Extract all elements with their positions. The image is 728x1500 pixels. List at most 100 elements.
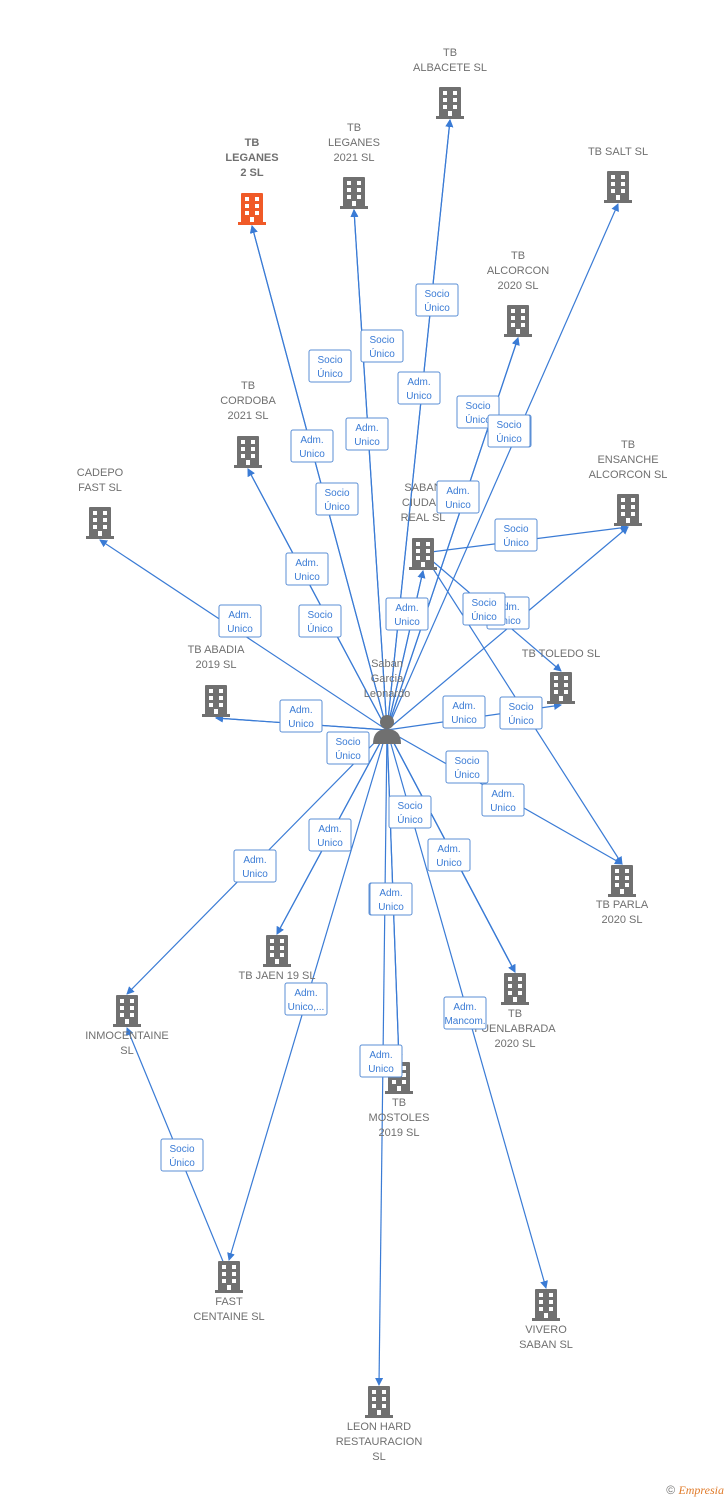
edge-label[interactable]: Adm.Unico [345, 417, 389, 451]
building-icon[interactable] [202, 685, 230, 717]
edge-label-box[interactable] [487, 414, 531, 448]
building-icon[interactable] [504, 305, 532, 337]
edge-label[interactable]: Adm.Unico [285, 552, 329, 586]
edge-label-box[interactable] [443, 996, 487, 1030]
edge-label-box[interactable] [298, 604, 342, 638]
building-icon[interactable] [234, 436, 262, 468]
edge-label-box[interactable] [308, 349, 352, 383]
edge-label[interactable]: Adm.Unico [308, 818, 352, 852]
edge-label[interactable]: Adm.Unico [369, 882, 413, 916]
edge-label-box[interactable] [436, 480, 480, 514]
person-icon[interactable] [373, 715, 401, 744]
edge-label-box[interactable] [427, 838, 471, 872]
edge-label-box[interactable] [388, 795, 432, 829]
edge-label-box[interactable] [445, 750, 489, 784]
empresia-logo[interactable]: Empresia [678, 1483, 724, 1497]
building-icon[interactable] [532, 1289, 560, 1321]
edge-label[interactable]: Adm.Unico [359, 1044, 403, 1078]
building-icon[interactable] [604, 171, 632, 203]
edge-label-box[interactable] [397, 371, 441, 405]
building-icon[interactable] [436, 87, 464, 119]
building-icon[interactable] [365, 1386, 393, 1418]
edge-label[interactable]: Adm.Unico [279, 699, 323, 733]
edge-label-box[interactable] [160, 1138, 204, 1172]
edge-label-box[interactable] [385, 597, 429, 631]
edge-label-box[interactable] [359, 1044, 403, 1078]
building-icon[interactable] [614, 494, 642, 526]
building-icon[interactable] [547, 672, 575, 704]
edge-label[interactable]: Adm.Unico [397, 371, 441, 405]
company-node-tb-toledo[interactable]: TB TOLEDO SL [522, 648, 600, 704]
edge-label[interactable]: Adm.Unico [442, 695, 486, 729]
edge-label[interactable]: Adm.Unico [385, 597, 429, 631]
edge-label-box[interactable] [345, 417, 389, 451]
building-icon[interactable] [608, 865, 636, 897]
building-icon[interactable] [113, 995, 141, 1027]
edge-label[interactable]: Adm.Unico [233, 849, 277, 883]
building-icon[interactable] [263, 935, 291, 967]
edge-label-box[interactable] [315, 482, 359, 516]
company-node-tb-salt[interactable]: TB SALT SL [588, 146, 648, 203]
edge-label[interactable]: Adm.Unico [481, 783, 525, 817]
edge-label-box[interactable] [369, 882, 413, 916]
edge-label-box[interactable] [326, 731, 370, 765]
company-node-tb-jaen-19[interactable]: TB JAEN 19 SL [238, 935, 316, 982]
edge-label[interactable]: Adm.Mancom. [443, 996, 487, 1030]
edge-label-box[interactable] [233, 849, 277, 883]
edge-label-box[interactable] [290, 429, 334, 463]
edge-label[interactable]: Adm.Unico [427, 838, 471, 872]
edge-label[interactable]: Adm.Unico [436, 480, 480, 514]
building-icon[interactable] [409, 538, 437, 570]
edge-label-box[interactable] [279, 699, 323, 733]
building-icon[interactable] [238, 193, 266, 225]
edge-label-box[interactable] [442, 695, 486, 729]
edge-label-box[interactable] [494, 518, 538, 552]
edge-label-box[interactable] [462, 592, 506, 626]
building-icon[interactable] [86, 507, 114, 539]
edge-label-box[interactable] [415, 283, 459, 317]
edge-label-box[interactable] [218, 604, 262, 638]
edge-label-box[interactable] [481, 783, 525, 817]
building-icon[interactable] [215, 1261, 243, 1293]
edge-label-box[interactable] [285, 552, 329, 586]
edge-label[interactable]: Adm.Unico [218, 604, 262, 638]
edge-label-box[interactable] [308, 818, 352, 852]
edge-label[interactable]: Adm.Unico [290, 429, 334, 463]
building-icon[interactable] [501, 973, 529, 1005]
edge-label-box[interactable] [284, 982, 328, 1016]
edge-label-box[interactable] [499, 696, 543, 730]
edge-label-box[interactable] [360, 329, 404, 363]
edge-label[interactable]: Adm.Unico,... [284, 982, 328, 1016]
building-icon[interactable] [340, 177, 368, 209]
